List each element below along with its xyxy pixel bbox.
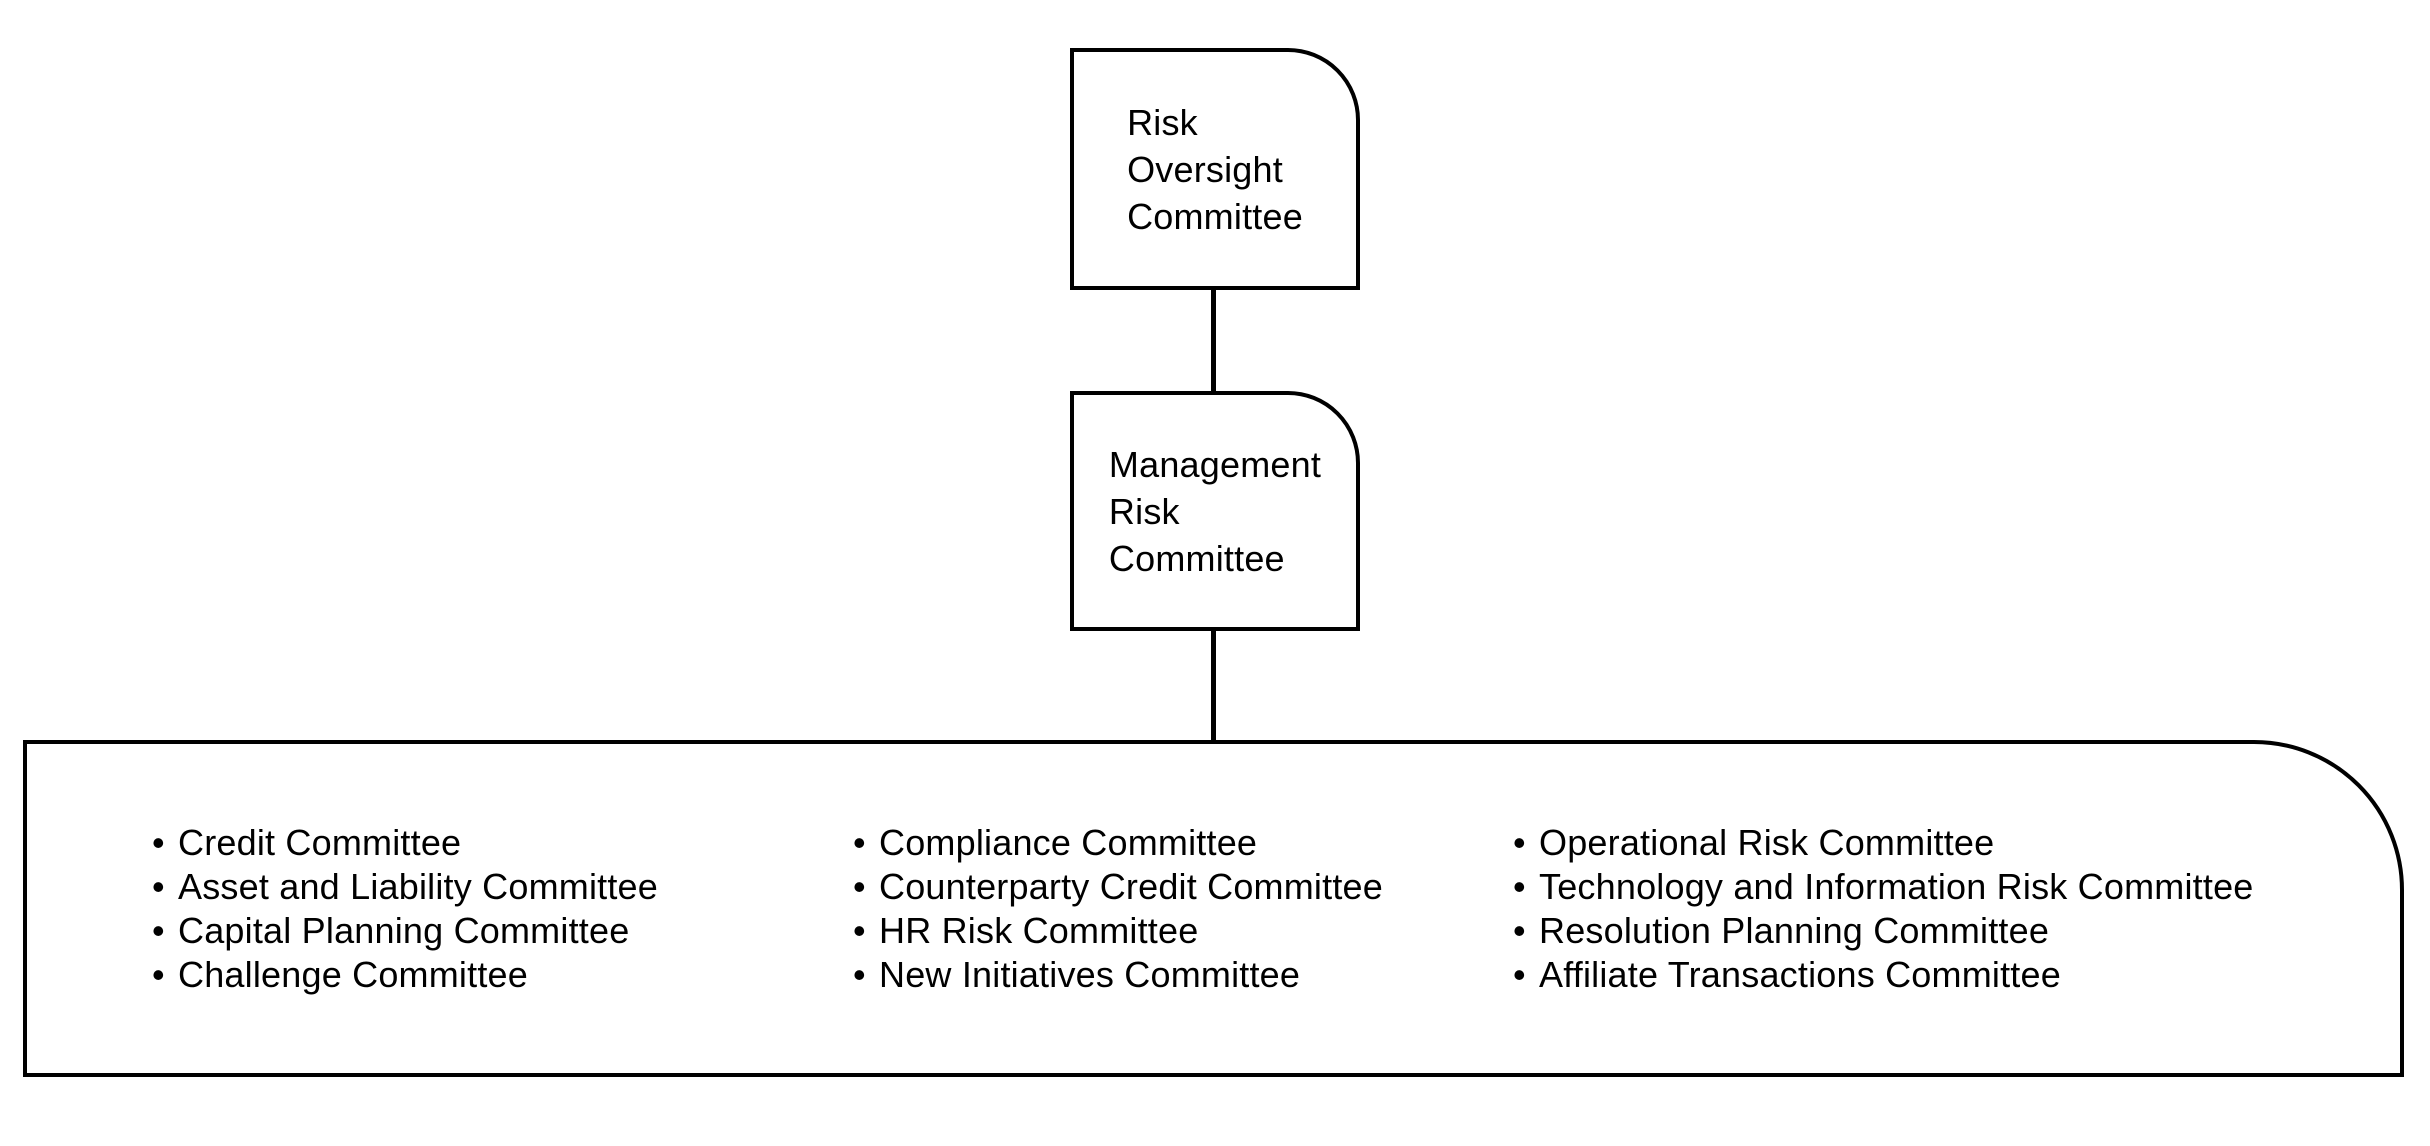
list-item: • Capital Planning Committee <box>152 909 658 953</box>
node-risk-oversight-label: Risk Oversight Committee <box>1127 99 1303 240</box>
bullet-icon: • <box>853 865 866 907</box>
list-item-label: Operational Risk Committee <box>1539 821 1995 863</box>
list-item: • Technology and Information Risk Commit… <box>1513 865 2254 909</box>
node-line: Oversight <box>1127 148 1283 190</box>
node-sub-committees: • Credit Committee • Asset and Liability… <box>23 740 2404 1077</box>
sub-committee-column-2: • Compliance Committee • Counterparty Cr… <box>853 821 1383 997</box>
bullet-icon: • <box>853 953 866 995</box>
list-item: • HR Risk Committee <box>853 909 1383 953</box>
connector-top-to-middle <box>1211 288 1216 393</box>
bullet-icon: • <box>152 909 165 951</box>
list-item: • Operational Risk Committee <box>1513 821 2254 865</box>
sub-committee-list: • Compliance Committee • Counterparty Cr… <box>853 821 1383 997</box>
bullet-icon: • <box>1513 821 1526 863</box>
bullet-icon: • <box>1513 909 1526 951</box>
sub-committee-list: • Operational Risk Committee • Technolog… <box>1513 821 2254 997</box>
node-management-risk-label: Management Risk Committee <box>1109 441 1321 582</box>
sub-committee-list: • Credit Committee • Asset and Liability… <box>152 821 658 997</box>
list-item-label: Credit Committee <box>178 821 462 863</box>
list-item-label: Capital Planning Committee <box>178 909 630 951</box>
node-line: Committee <box>1127 195 1303 237</box>
list-item: • New Initiatives Committee <box>853 953 1383 997</box>
list-item: • Challenge Committee <box>152 953 658 997</box>
node-line: Risk <box>1127 101 1198 143</box>
node-line: Risk <box>1108 490 1180 532</box>
bullet-icon: • <box>152 953 165 995</box>
list-item-label: Counterparty Credit Committee <box>879 865 1383 907</box>
bullet-icon: • <box>853 909 866 951</box>
sub-committee-column-1: • Credit Committee • Asset and Liability… <box>152 821 658 997</box>
node-risk-oversight-committee: Risk Oversight Committee <box>1070 48 1360 290</box>
list-item: • Counterparty Credit Committee <box>853 865 1383 909</box>
connector-middle-to-bottom <box>1211 629 1216 742</box>
list-item: • Affiliate Transactions Committee <box>1513 953 2254 997</box>
list-item: • Resolution Planning Committee <box>1513 909 2254 953</box>
bullet-icon: • <box>1513 953 1526 995</box>
list-item-label: Technology and Information Risk Committe… <box>1539 865 2254 907</box>
list-item-label: Asset and Liability Committee <box>178 865 659 907</box>
bullet-icon: • <box>853 821 866 863</box>
list-item-label: Challenge Committee <box>178 953 528 995</box>
list-item-label: HR Risk Committee <box>879 909 1199 951</box>
list-item: • Credit Committee <box>152 821 658 865</box>
list-item: • Compliance Committee <box>853 821 1383 865</box>
node-line: Management <box>1108 443 1322 485</box>
node-line: Committee <box>1108 537 1285 579</box>
bullet-icon: • <box>152 865 165 907</box>
node-management-risk-committee: Management Risk Committee <box>1070 391 1360 631</box>
list-item: • Asset and Liability Committee <box>152 865 658 909</box>
list-item-label: Compliance Committee <box>879 821 1258 863</box>
list-item-label: New Initiatives Committee <box>879 953 1301 995</box>
bullet-icon: • <box>1513 865 1526 907</box>
list-item-label: Resolution Planning Committee <box>1539 909 2050 951</box>
bullet-icon: • <box>152 821 165 863</box>
sub-committee-column-3: • Operational Risk Committee • Technolog… <box>1513 821 2254 997</box>
list-item-label: Affiliate Transactions Committee <box>1539 953 2061 995</box>
